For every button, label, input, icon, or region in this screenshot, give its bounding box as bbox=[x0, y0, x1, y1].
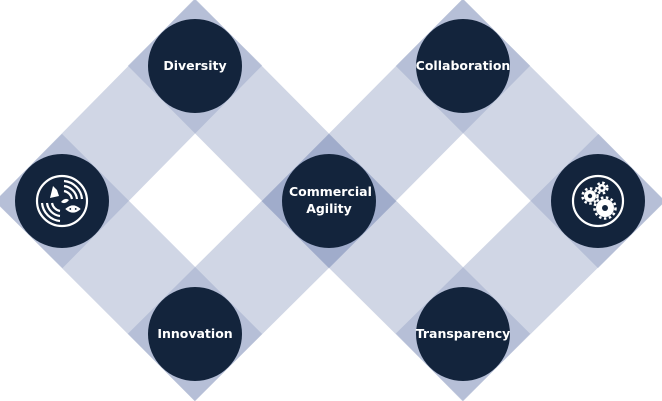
radar-eye-icon bbox=[35, 174, 89, 228]
node-right-icon bbox=[551, 154, 645, 248]
gears-icon bbox=[571, 174, 625, 228]
node-left-icon bbox=[15, 154, 109, 248]
node-label: Transparency bbox=[415, 325, 511, 341]
node-transparency: Transparency bbox=[416, 287, 510, 381]
node-collaboration: Collaboration bbox=[416, 19, 510, 113]
node-innovation: Innovation bbox=[148, 287, 242, 381]
node-label: Innovation bbox=[157, 325, 233, 341]
node-diversity: Diversity bbox=[148, 19, 242, 113]
node-commercial-agility: Commercial Agility bbox=[282, 154, 376, 248]
node-label: Commercial Agility bbox=[289, 184, 372, 216]
node-label: Collaboration bbox=[415, 57, 511, 73]
node-label: Diversity bbox=[163, 57, 227, 73]
